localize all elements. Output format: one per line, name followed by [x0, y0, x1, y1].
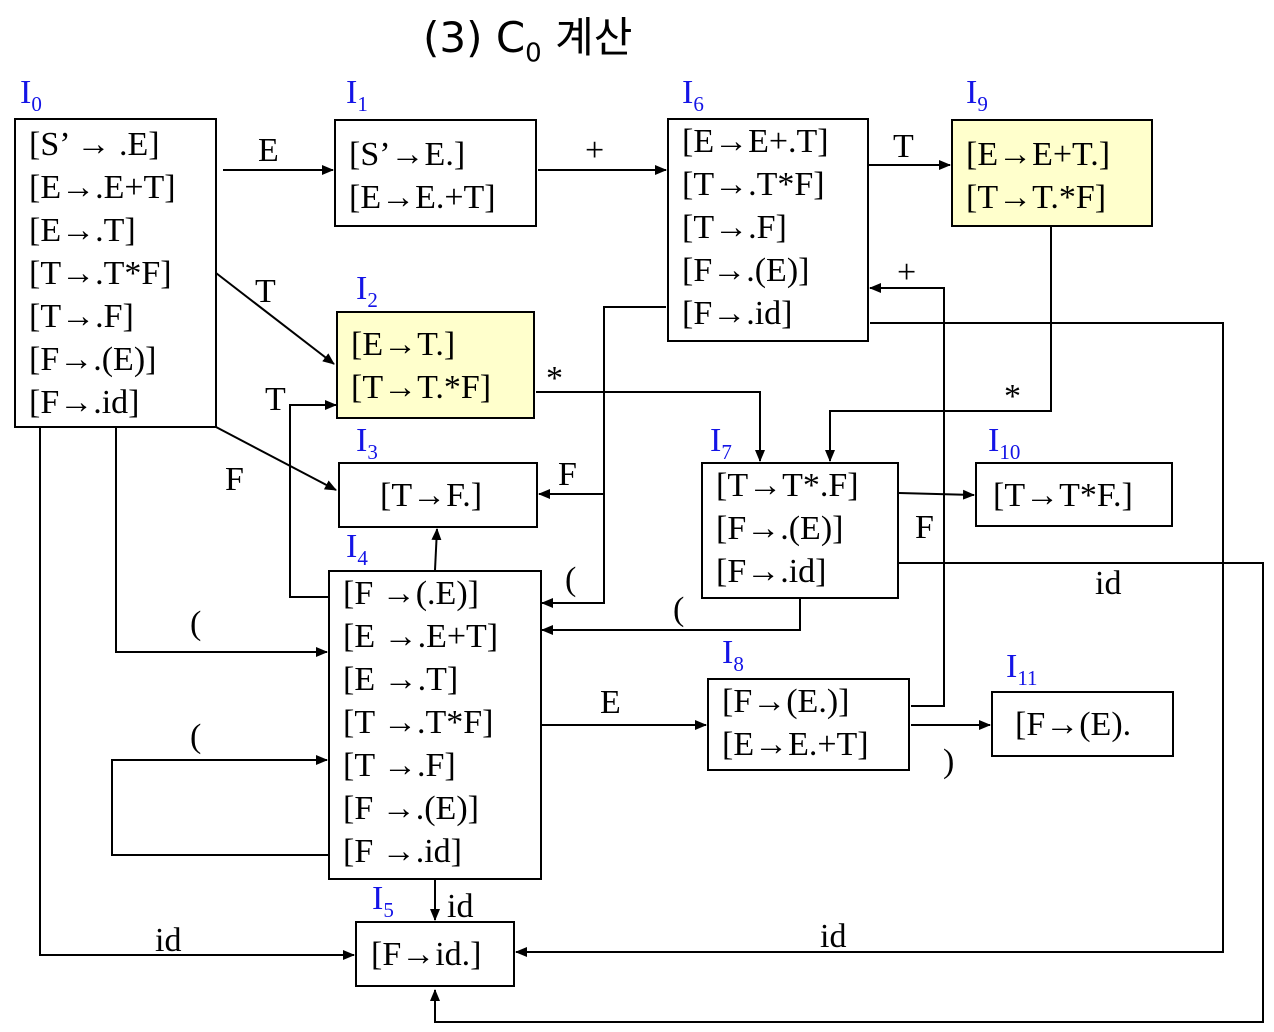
state-label-i0: I0	[20, 74, 42, 116]
item: [S’ → .E]	[29, 126, 160, 163]
state-i8: [F→(E.)] [E→E.+T]	[707, 678, 910, 771]
item: [F→(E.)]	[722, 683, 850, 720]
edge-label-i0-i3: F	[225, 461, 244, 498]
edge-label-i4-i5: id	[447, 888, 474, 925]
state-label-i3: I3	[356, 422, 378, 464]
state-label-i8: I8	[722, 634, 744, 676]
edge-i0-i4-lparen	[115, 428, 328, 657]
edge-label-i1-i6: +	[585, 132, 605, 169]
edge-i0-i3-f	[215, 426, 337, 491]
state-label-i9: I9	[966, 74, 988, 116]
state-i9: [E→E+T.] [T→T.*F]	[951, 119, 1153, 227]
edge-label-i4-i4: (	[190, 718, 202, 755]
item: [T →.T*F]	[343, 704, 494, 741]
edge-i7-i10-f	[898, 489, 975, 500]
edge-i6-i4-lparen	[541, 494, 605, 608]
edge-i8-i6-plus	[869, 283, 945, 707]
item: [E→.T]	[29, 212, 136, 249]
edge-label-i4-i2: T	[265, 381, 286, 418]
edge-i6-i3-f	[538, 306, 666, 499]
item: [T →.F]	[343, 747, 456, 784]
edge-label-i0-i2: T	[255, 273, 276, 310]
item: [E→E+T.]	[966, 136, 1111, 173]
item: [T→T*F.]	[993, 477, 1133, 514]
state-i0: [S’ → .E] [E→.E+T] [E→.T] [T→.T*F] [T→.F…	[14, 118, 217, 428]
state-i3: [T→F.]	[338, 462, 538, 528]
edge-label-i6-i4: (	[565, 561, 577, 598]
edge-label-i6-i9: T	[893, 128, 914, 165]
edge-label-i8-i11: )	[943, 743, 955, 780]
item: [F →.id]	[343, 833, 462, 870]
item: [E →.E+T]	[343, 618, 499, 655]
item: [E→E.+T]	[349, 179, 496, 216]
edge-i6-i5-id	[515, 322, 1224, 957]
edge-i7-i5-id	[430, 562, 1264, 1023]
edge-label-i0-i5: id	[155, 922, 182, 959]
edge-label-i7-i4: (	[673, 591, 685, 628]
edge-label-i4-i8: E	[600, 684, 621, 721]
state-label-i2: I2	[356, 270, 378, 312]
item: [T→T*.F]	[716, 467, 859, 504]
edge-i4-i2-t	[289, 400, 337, 598]
edge-label-i0-i4: (	[190, 605, 202, 642]
edge-label-i0-i1: E	[258, 132, 279, 169]
edge-i0-i5-id	[39, 428, 355, 960]
item: [F→(E).	[1015, 706, 1132, 743]
edge-label-i6-i5: id	[820, 918, 847, 955]
item: [F→.id]	[716, 553, 827, 590]
state-i2: [E→T.] [T→T.*F]	[336, 311, 535, 419]
edge-i0-i2-t	[215, 272, 335, 365]
state-i7: [T→T*.F] [F→.(E)] [F→.id]	[701, 462, 899, 599]
edge-label-i8-i6: +	[897, 254, 917, 291]
edge-label-i6-i3: F	[558, 456, 577, 493]
item: [T→F.]	[380, 477, 483, 514]
edge-label-i7-i5: id	[1095, 565, 1122, 602]
state-label-i10: I10	[988, 422, 1021, 464]
item: [E→E+.T]	[682, 123, 829, 160]
state-i6: [E→E+.T] [T→.T*F] [T→.F] [F→.(E)] [F→.id…	[667, 118, 869, 342]
item: [F →(.E)]	[343, 575, 479, 612]
state-label-i5: I5	[372, 880, 394, 922]
item: [F→.id]	[29, 384, 140, 421]
item: [T→.F]	[29, 298, 134, 335]
item: [F→.(E)]	[29, 341, 157, 378]
edge-i4-i4-lparen	[111, 755, 328, 856]
item: [T→T.*F]	[351, 369, 492, 406]
state-label-i6: I6	[682, 74, 704, 116]
item: [F→.id]	[682, 295, 793, 332]
state-label-i11: I11	[1006, 648, 1038, 690]
state-label-i7: I7	[710, 422, 732, 464]
item: [T→T.*F]	[966, 179, 1107, 216]
item: [T→.T*F]	[29, 255, 172, 292]
edge-label-i9-i7: *	[1004, 378, 1021, 415]
item: [E→T.]	[351, 326, 456, 363]
item: [T→.T*F]	[682, 166, 825, 203]
edge-i7-i4-lparen	[541, 599, 801, 635]
state-i5: [F→id.]	[355, 921, 515, 987]
item: [E →.T]	[343, 661, 459, 698]
edge-label-i2-i7: *	[546, 360, 563, 397]
edge-i2-i7-star	[536, 391, 765, 462]
edge-i4-i3-f	[431, 528, 442, 571]
page-title: (3) C0 계산	[423, 13, 633, 69]
item: [F→.(E)]	[716, 510, 844, 547]
item: [F →.(E)]	[343, 790, 479, 827]
edge-label-i7-i10: F	[915, 509, 934, 546]
state-i4: [F →(.E)] [E →.E+T] [E →.T] [T →.T*F] [T…	[328, 570, 542, 880]
state-i11: [F→(E).	[991, 691, 1174, 757]
item: [E→E.+T]	[722, 726, 869, 763]
state-i1: [S’→E.] [E→E.+T]	[334, 119, 537, 227]
item: [E→.E+T]	[29, 169, 176, 206]
item: [F→.(E)]	[682, 252, 810, 289]
item: [F→id.]	[371, 936, 482, 973]
state-label-i1: I1	[346, 74, 368, 116]
edge-i9-i7-star	[825, 227, 1052, 462]
state-label-i4: I4	[346, 528, 368, 570]
item: [T→.F]	[682, 209, 787, 246]
state-i10: [T→T*F.]	[975, 462, 1173, 527]
item: [S’→E.]	[349, 136, 466, 173]
